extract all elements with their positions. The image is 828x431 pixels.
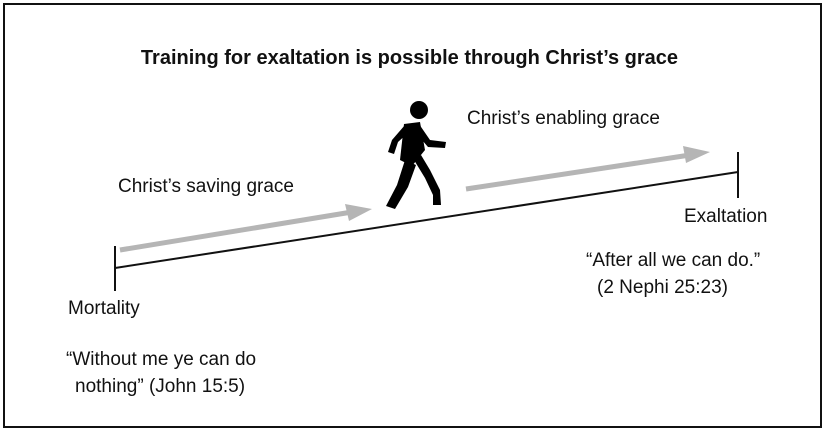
exaltation-label: Exaltation: [684, 206, 768, 227]
enabling-grace-label: Christ’s enabling grace: [467, 108, 660, 129]
after-all-quote: “After all we can do.”: [586, 250, 761, 271]
mortality-label: Mortality: [68, 298, 140, 319]
without-me-quote: “Without me ye can do: [66, 349, 257, 370]
saving-grace-arrow: [119, 204, 372, 253]
diagram-title: Training for exaltation is possible thro…: [140, 47, 679, 69]
enabling-grace-arrow: [465, 146, 710, 192]
without-me-citation: nothing” (John 15:5): [75, 376, 246, 397]
after-all-citation: (2 Nephi 25:23): [597, 277, 728, 298]
diagram-frame: [3, 3, 822, 428]
walking-person-icon: [386, 101, 446, 209]
path-line: [114, 171, 739, 269]
saving-grace-label: Christ’s saving grace: [118, 176, 295, 197]
